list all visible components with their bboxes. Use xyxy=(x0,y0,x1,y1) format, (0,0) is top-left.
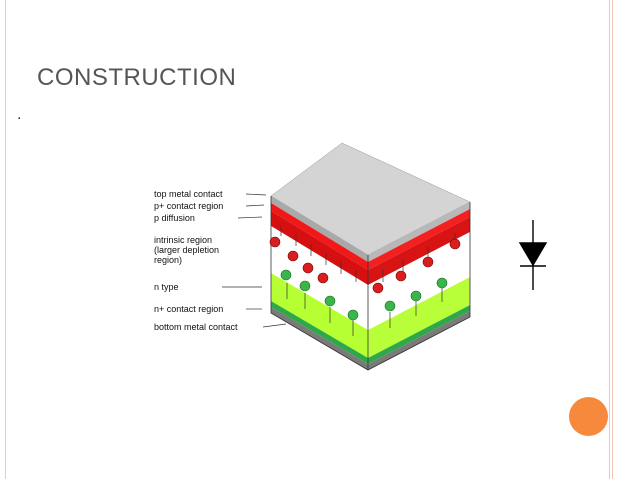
right-metal-edge xyxy=(368,202,470,262)
label-top-metal-contact: top metal contact xyxy=(154,189,223,199)
label-intrinsic-line2: (larger depletion xyxy=(154,245,219,255)
carriers xyxy=(269,226,461,336)
leader-lines xyxy=(222,193,287,328)
label-p-diffusion: p diffusion xyxy=(154,213,195,223)
left-n-type xyxy=(271,273,368,358)
label-p-plus-contact-region: p+ contact region xyxy=(154,201,223,211)
right-p-diffusion xyxy=(368,217,470,285)
photodiode-symbol-icon xyxy=(518,220,548,290)
slide-title: CONSTRUCTION xyxy=(37,64,237,91)
label-n-plus-contact-region: n+ contact region xyxy=(154,304,223,314)
slide-frame-left xyxy=(5,0,6,479)
label-n-type: n type xyxy=(154,282,179,292)
right-bottom-metal xyxy=(368,311,470,370)
electrons xyxy=(280,269,448,321)
label-intrinsic-line3: region) xyxy=(154,255,182,265)
left-bottom-metal xyxy=(271,307,368,370)
slide-frame-right xyxy=(612,0,613,479)
label-bottom-metal-contact: bottom metal contact xyxy=(154,322,238,332)
left-n-plus xyxy=(271,301,368,364)
right-n-type xyxy=(368,277,470,358)
right-n-plus xyxy=(368,305,470,364)
slide-frame-right-inner xyxy=(609,0,610,479)
label-intrinsic-line1: intrinsic region xyxy=(154,235,212,245)
right-p-plus xyxy=(368,209,470,270)
left-p-plus xyxy=(271,203,368,270)
left-p-diffusion xyxy=(271,211,368,285)
holes xyxy=(269,236,461,294)
left-metal-edge xyxy=(271,196,368,262)
accent-circle xyxy=(569,397,608,436)
bullet-point: . xyxy=(17,106,22,123)
